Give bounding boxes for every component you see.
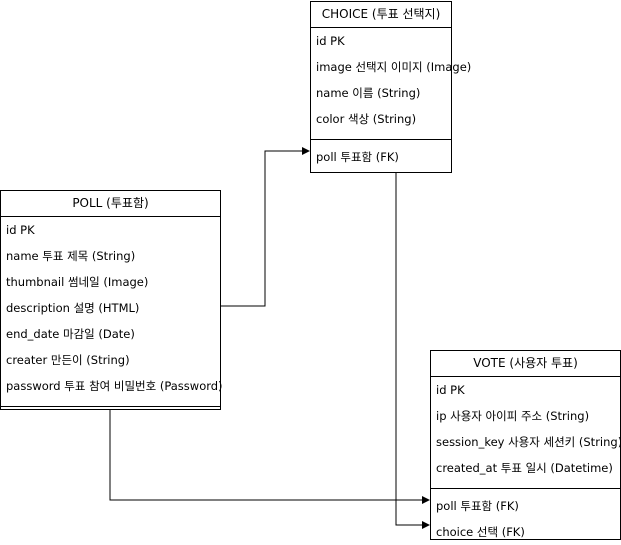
connector-poll-to-choice xyxy=(221,147,310,307)
attribute-description: description 설명 (HTML) xyxy=(6,301,140,315)
attribute-created-at: created_at 투표 일시 (Datetime) xyxy=(436,461,613,475)
attribute-list: id PK name 투표 제목 (String) thumbnail 썸네일 … xyxy=(1,217,223,399)
section-divider xyxy=(311,132,451,140)
foreign-key-list: poll 투표함 (FK) xyxy=(311,140,451,170)
entity-title: VOTE (사용자 투표) xyxy=(431,351,620,377)
attribute-end-date: end_date 마감일 (Date) xyxy=(6,327,135,341)
connector-choice-to-vote xyxy=(395,173,430,529)
attribute-thumbnail: thumbnail 썸네일 (Image) xyxy=(6,275,149,289)
foreign-key-choice: choice 선택 (FK) xyxy=(436,525,525,539)
section-divider xyxy=(431,481,620,489)
attribute-color: color 색상 (String) xyxy=(316,112,417,126)
attribute-id: id PK xyxy=(316,34,345,48)
section-divider xyxy=(1,399,220,407)
attribute-list: id PK image 선택지 이미지 (Image) name 이름 (Str… xyxy=(311,28,472,132)
attribute-list: id PK ip 사용자 아이피 주소 (String) session_key… xyxy=(431,377,621,481)
attribute-password: password 투표 참여 비밀번호 (Password) xyxy=(6,379,223,393)
foreign-key-list xyxy=(1,407,220,413)
entity-vote[interactable]: VOTE (사용자 투표) id PK ip 사용자 아이피 주소 (Strin… xyxy=(430,350,621,540)
attribute-name: name 이름 (String) xyxy=(316,86,421,100)
attribute-id: id PK xyxy=(436,383,465,397)
entity-choice[interactable]: CHOICE (투표 선택지) id PK image 선택지 이미지 (Ima… xyxy=(310,1,472,173)
connector-poll-to-vote xyxy=(109,410,430,504)
entity-title: POLL (투표함) xyxy=(1,191,220,217)
foreign-key-poll: poll 투표함 (FK) xyxy=(436,499,519,513)
foreign-key-poll: poll 투표함 (FK) xyxy=(316,150,399,164)
attribute-name: name 투표 제목 (String) xyxy=(6,249,136,263)
attribute-creater: creater 만든이 (String) xyxy=(6,353,130,367)
attribute-ip: ip 사용자 아이피 주소 (String) xyxy=(436,409,590,423)
entity-title: CHOICE (투표 선택지) xyxy=(311,2,451,28)
foreign-key-list: poll 투표함 (FK) choice 선택 (FK) xyxy=(431,489,620,545)
attribute-id: id PK xyxy=(6,223,35,237)
attribute-image: image 선택지 이미지 (Image) xyxy=(316,60,472,74)
entity-poll[interactable]: POLL (투표함) id PK name 투표 제목 (String) thu… xyxy=(0,190,223,413)
attribute-session-key: session_key 사용자 세션키 (String) xyxy=(436,435,621,449)
